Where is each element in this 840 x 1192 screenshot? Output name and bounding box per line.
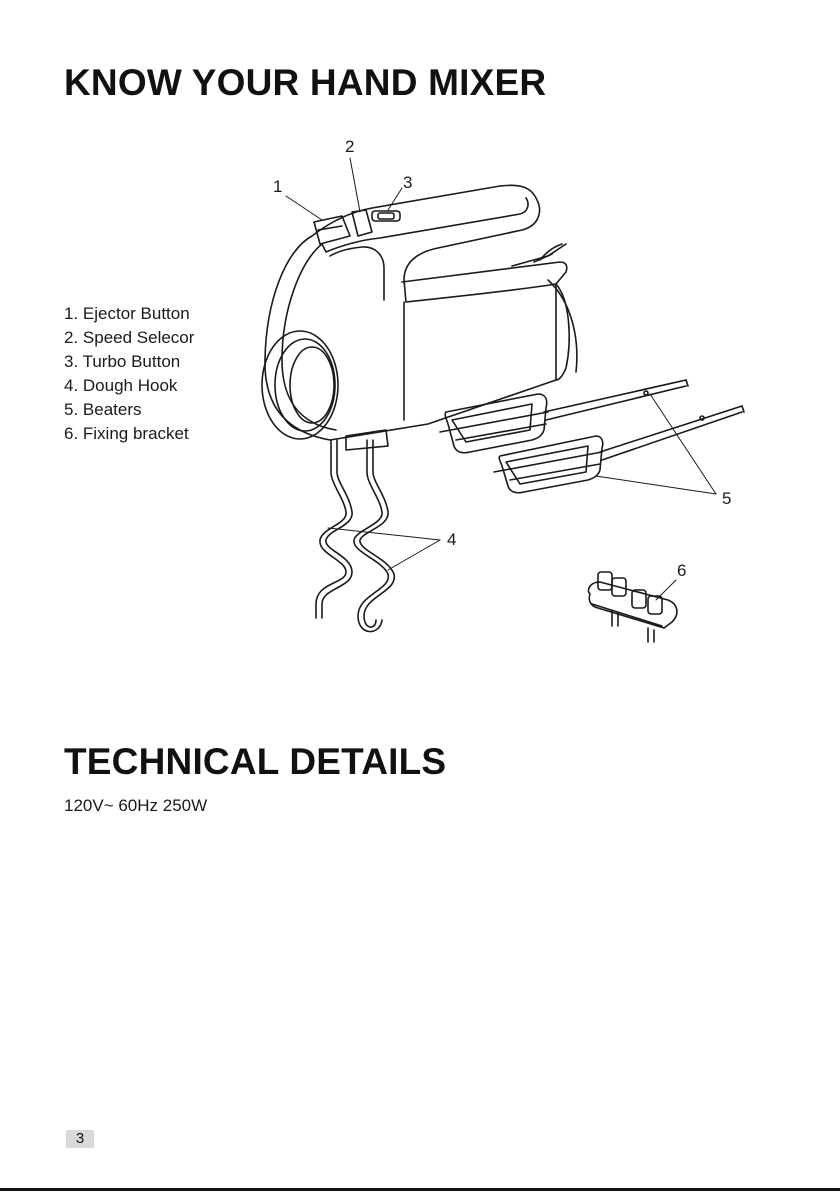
beaters-illustration [440, 380, 744, 493]
fixing-bracket-illustration [588, 572, 676, 642]
callout-4: 4 [447, 530, 456, 549]
technical-details-title: TECHNICAL DETAILS [64, 741, 446, 783]
callout-6: 6 [677, 561, 686, 580]
dough-hook-illustration [316, 440, 394, 632]
page-number: 3 [66, 1130, 94, 1148]
mixer-body-illustration [262, 185, 577, 450]
callout-1: 1 [273, 177, 282, 196]
callout-2: 2 [345, 137, 354, 156]
bottom-divider [0, 1188, 840, 1191]
hand-mixer-diagram: 1 2 3 4 5 6 [0, 0, 840, 700]
callout-5: 5 [722, 489, 731, 508]
leader-lines [286, 158, 716, 600]
callout-3: 3 [403, 173, 412, 192]
electrical-spec: 120V~ 60Hz 250W [64, 796, 207, 816]
